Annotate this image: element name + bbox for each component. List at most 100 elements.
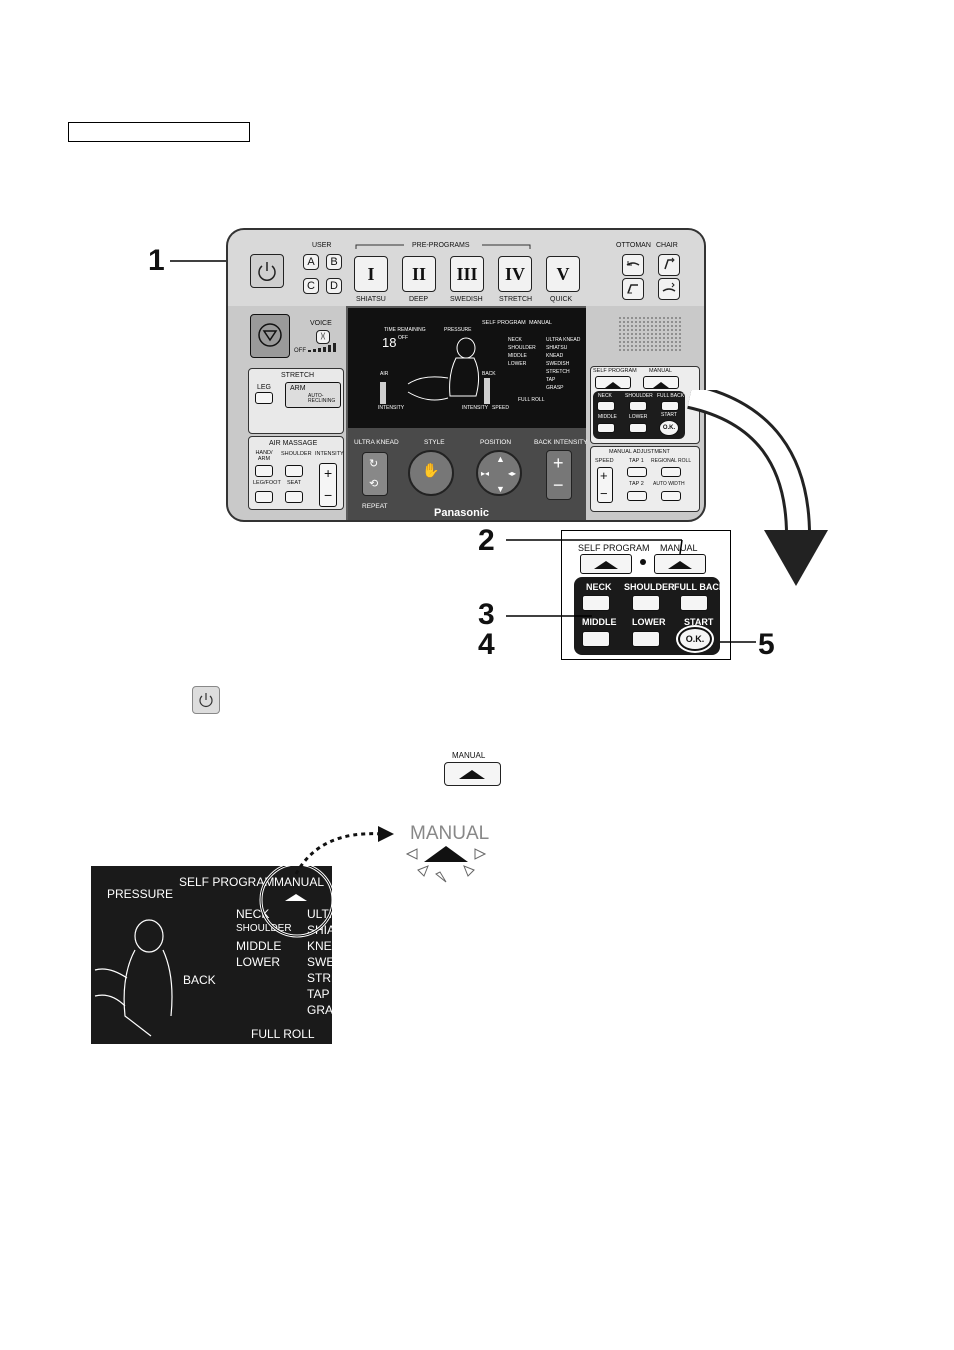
ma-speed-label: SPEED: [595, 458, 614, 464]
lcd-speed-label: SPEED: [492, 405, 509, 411]
ma-auto-width-label: AUTO WIDTH: [653, 481, 685, 487]
ottoman-down-button[interactable]: [622, 278, 644, 300]
voice-off-label: OFF: [294, 348, 306, 354]
voice-button[interactable]: )(: [316, 330, 330, 344]
display-to-manual-arrow: [294, 826, 394, 875]
display-area-lower: LOWER: [236, 955, 281, 969]
zoom-shoulder-button[interactable]: [632, 595, 660, 611]
rp-manual-label: MANUAL: [649, 368, 672, 374]
display-tech-gra: GRA: [307, 1003, 332, 1017]
program-3-button[interactable]: III: [450, 256, 484, 292]
zoom-manual-button[interactable]: [654, 554, 706, 574]
zoom-step-1-marker: [640, 559, 646, 565]
ottoman-up-button[interactable]: [622, 254, 644, 276]
repeat-icon: ⟲: [369, 478, 379, 490]
section-header-box: [68, 122, 250, 142]
position-down-icon: ▼: [496, 484, 505, 494]
rp-middle-button[interactable]: [597, 423, 615, 433]
ma-tap2-button[interactable]: [627, 491, 647, 501]
ma-regional-roll-button[interactable]: [661, 467, 681, 477]
program-5-label: QUICK: [550, 296, 573, 303]
zoom-area-panel: NECK SHOULDER FULL BACK MIDDLE LOWER STA…: [574, 577, 725, 655]
lcd-tech-stretch: STRETCH: [546, 369, 570, 375]
chair-upright-button[interactable]: [658, 278, 680, 300]
display-manual-label: MANUAL: [274, 875, 325, 889]
rp-lower-button[interactable]: [629, 423, 647, 433]
stop-icon: [258, 323, 282, 347]
stretch-leg-button[interactable]: [255, 392, 273, 404]
zoom-self-program-button[interactable]: [580, 554, 632, 574]
back-intensity-minus: −: [553, 475, 564, 495]
power-button[interactable]: [250, 254, 284, 288]
stop-button[interactable]: [250, 314, 290, 358]
ma-tap1-label: TAP 1: [629, 458, 644, 464]
shoulder-label: SHOULDER: [281, 451, 312, 457]
auto-reclining-label: AUTO-RECLINING: [308, 393, 336, 404]
rp-manual-button[interactable]: [643, 376, 679, 389]
rp-self-program-button[interactable]: [595, 376, 631, 389]
lcd-time-remaining: TIME REMAINING: [384, 327, 426, 333]
lcd-tech-tap: TAP: [546, 377, 556, 383]
hand-arm-button[interactable]: [255, 465, 273, 477]
user-b-button[interactable]: B: [326, 254, 342, 270]
lcd-self-program-label: SELF PROGRAM: [482, 320, 526, 326]
ma-speed-rocker[interactable]: + −: [597, 467, 613, 503]
zoom-ok-button[interactable]: O.K.: [678, 627, 712, 651]
user-a-button[interactable]: A: [303, 254, 319, 270]
program-2-label: DEEP: [409, 296, 429, 303]
leg-foot-label: LEG/FOOT: [253, 480, 281, 486]
ultra-knead-repeat-button[interactable]: ↻ ⟲: [362, 452, 388, 496]
program-4-button[interactable]: IV: [498, 256, 532, 292]
zoom-arrow: [686, 390, 828, 586]
zoom-lower-button[interactable]: [632, 631, 660, 647]
program-4-label: STRETCH: [499, 296, 533, 303]
lcd-manual-label: MANUAL: [529, 320, 552, 326]
lcd-air-label: AIR: [380, 371, 389, 377]
style-button[interactable]: ✋: [408, 450, 454, 496]
lcd-off-label: OFF: [398, 335, 408, 341]
program-3-label: SWEDISH: [450, 296, 483, 303]
zoom-neck-button[interactable]: [582, 595, 610, 611]
preprograms-label: PRE-PROGRAMS: [412, 242, 470, 249]
back-intensity-rocker[interactable]: + −: [546, 450, 572, 500]
air-intensity-label: INTENSITY: [315, 451, 344, 457]
speaker-grille: [618, 316, 682, 352]
manual-flashing-label: MANUAL: [410, 823, 490, 844]
program-5-button[interactable]: V: [546, 256, 580, 292]
rp-shoulder-button[interactable]: [629, 401, 647, 411]
zoom-middle-button[interactable]: [582, 631, 610, 647]
rp-area-panel: NECK SHOULDER FULL BACK MIDDLE LOWER STA…: [593, 391, 685, 439]
chair-recline-button[interactable]: [658, 254, 680, 276]
position-button[interactable]: ▲ ▼ ▸◂ ◂▸: [476, 450, 522, 496]
zoom-self-program-arrow-icon: [594, 561, 618, 569]
zoom-full-back-button[interactable]: [680, 595, 708, 611]
power-icon: [199, 693, 213, 707]
manual-key-label: MANUAL: [452, 751, 486, 760]
stretch-title: STRETCH: [281, 372, 315, 379]
user-c-button[interactable]: C: [303, 278, 319, 294]
seat-button[interactable]: [285, 491, 303, 503]
brand-logo: Panasonic: [434, 507, 490, 519]
air-shoulder-button[interactable]: [285, 465, 303, 477]
lcd-display: [348, 308, 586, 428]
rp-self-program-arrow-icon: [605, 382, 621, 388]
leg-foot-button[interactable]: [255, 491, 273, 503]
ma-auto-width-button[interactable]: [661, 491, 681, 501]
rp-ok-button[interactable]: O.K.: [659, 420, 679, 436]
ma-speed-plus: +: [600, 468, 608, 483]
chair-label: CHAIR: [656, 242, 678, 249]
voice-icon: )(: [320, 333, 326, 340]
ma-tap1-button[interactable]: [627, 467, 647, 477]
rp-neck-button[interactable]: [597, 401, 615, 411]
program-2-button[interactable]: II: [402, 256, 436, 292]
remote-control: USER A B C D PRE-PROGRAMS I II III IV V …: [226, 228, 706, 522]
rp-full-back-button[interactable]: [661, 401, 679, 411]
stretch-arm-button[interactable]: ARM AUTO-RECLINING: [285, 382, 341, 408]
air-intensity-rocker[interactable]: + −: [319, 463, 337, 507]
user-d-button[interactable]: D: [326, 278, 342, 294]
stretch-panel: STRETCH LEG ARM AUTO-RECLINING: [248, 368, 344, 434]
lcd-tech-knead: KNEAD: [546, 353, 564, 359]
air-massage-panel: AIR MASSAGE HAND/ ARM SHOULDER INTENSITY…: [248, 436, 344, 510]
manual-key-reference: [444, 762, 501, 786]
program-1-button[interactable]: I: [354, 256, 388, 292]
